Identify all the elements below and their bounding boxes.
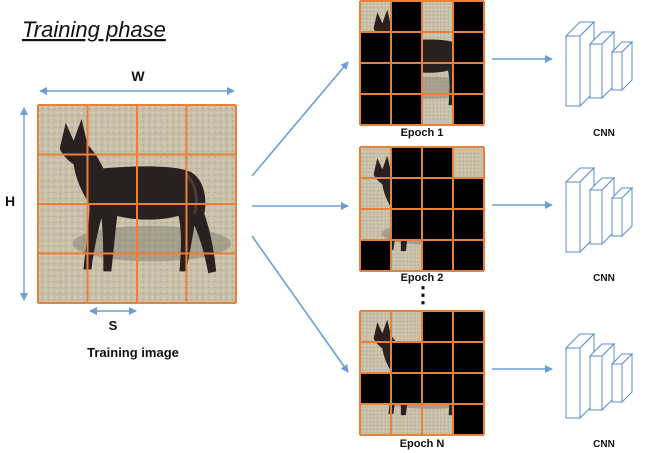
masked-patch bbox=[422, 373, 453, 404]
arrow-to-epoch-1 bbox=[251, 61, 349, 177]
masked-patch bbox=[422, 240, 453, 271]
cnn-label: CNN bbox=[593, 273, 615, 284]
masked-patch bbox=[422, 311, 453, 342]
cnn-label: CNN bbox=[593, 439, 615, 450]
masked-patch bbox=[360, 373, 391, 404]
masked-patch bbox=[453, 311, 484, 342]
masked-patch bbox=[391, 94, 422, 125]
masked-patch bbox=[360, 63, 391, 94]
ellipsis: ⋮ bbox=[412, 282, 434, 307]
masked-patch bbox=[453, 342, 484, 373]
training-image-caption: Training image bbox=[87, 345, 179, 360]
epoch-panel-2: Epoch 2 CNN bbox=[359, 146, 634, 284]
input-grid bbox=[37, 104, 237, 304]
masked-patch bbox=[422, 147, 453, 178]
masked-patch bbox=[422, 209, 453, 240]
masked-patch bbox=[391, 342, 422, 373]
masked-patch bbox=[391, 63, 422, 94]
masked-patch bbox=[453, 32, 484, 63]
cnn-label: CNN bbox=[593, 128, 615, 139]
epoch-label: Epoch N bbox=[400, 438, 445, 450]
masked-patch bbox=[422, 342, 453, 373]
arrow-to-epoch-n bbox=[251, 235, 349, 373]
masked-patch bbox=[453, 1, 484, 32]
masked-patch bbox=[391, 373, 422, 404]
masked-patch bbox=[391, 209, 422, 240]
cnn-icon bbox=[564, 332, 634, 420]
masked-patch bbox=[391, 32, 422, 63]
cnn-icon bbox=[564, 20, 634, 108]
training-image bbox=[37, 104, 237, 304]
masked-patch bbox=[360, 94, 391, 125]
masked-patch bbox=[391, 1, 422, 32]
masked-patch bbox=[360, 240, 391, 271]
masked-patch bbox=[391, 147, 422, 178]
epoch-label: Epoch 2 bbox=[401, 272, 444, 284]
masked-patch bbox=[453, 373, 484, 404]
masked-patch bbox=[453, 404, 484, 435]
masked-patch bbox=[453, 209, 484, 240]
masked-patch bbox=[422, 178, 453, 209]
stride-label: S bbox=[109, 318, 118, 333]
epoch-panels: Epoch 1 CNN Epoch 2 CNN Epoch N CNN bbox=[359, 0, 634, 450]
masked-patch bbox=[453, 240, 484, 271]
height-label: H bbox=[5, 193, 15, 209]
masked-patch bbox=[453, 178, 484, 209]
epoch-label: Epoch 1 bbox=[401, 127, 444, 139]
masked-patch bbox=[360, 32, 391, 63]
masked-patch bbox=[453, 94, 484, 125]
width-label: W bbox=[131, 68, 145, 84]
masked-patch bbox=[391, 178, 422, 209]
masked-patch bbox=[453, 63, 484, 94]
epoch-panel-1: Epoch 1 CNN bbox=[359, 0, 634, 139]
diagram-title: Training phase bbox=[22, 17, 166, 42]
epoch-panel-3: Epoch N CNN bbox=[359, 310, 634, 450]
cnn-icon bbox=[564, 166, 634, 254]
